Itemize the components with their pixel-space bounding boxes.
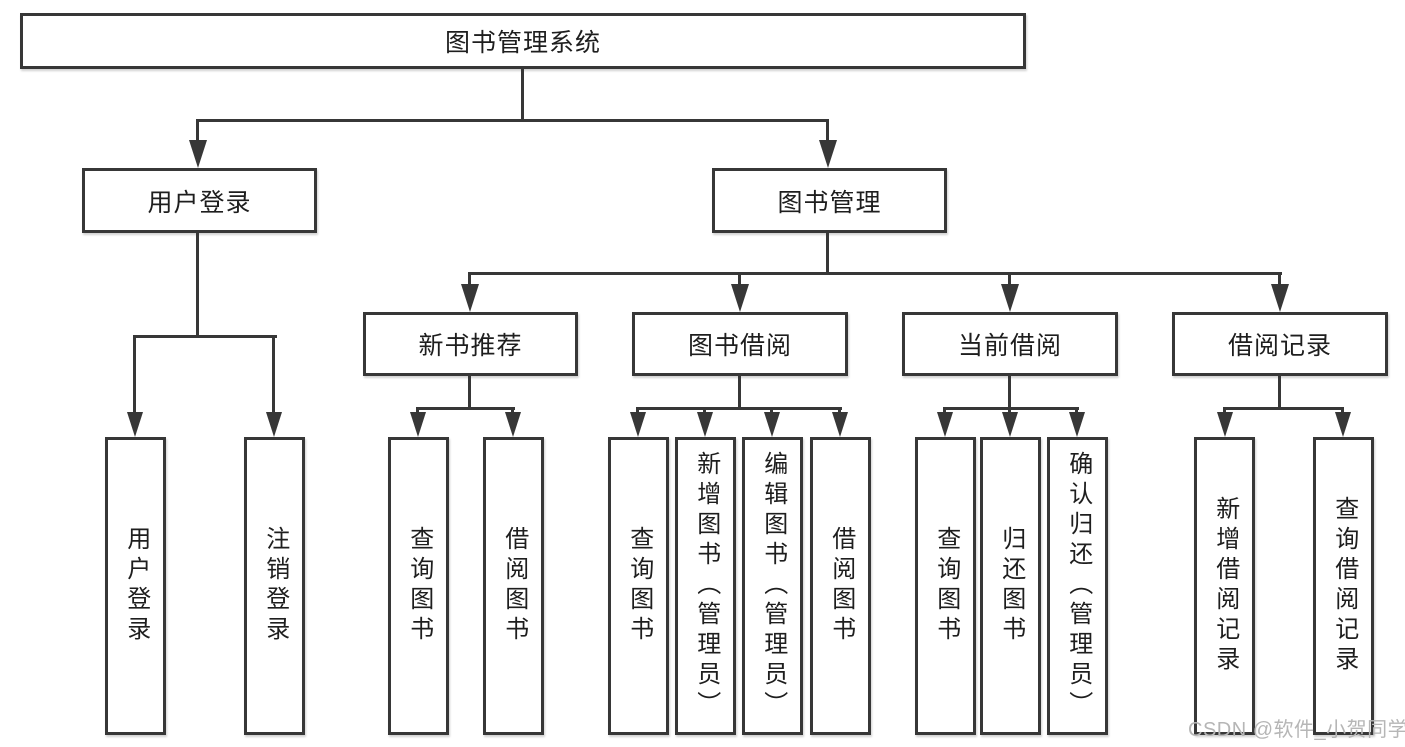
arrow-down-icon <box>189 140 207 168</box>
arrow-down-icon <box>832 412 848 437</box>
leaf-cb-query-books: 查询图书 <box>915 437 976 735</box>
connector-drop-book-management <box>826 119 829 145</box>
arrow-down-icon <box>1002 412 1018 437</box>
leaf-bb-add-books-admin: 新增图书（管理员） <box>675 437 736 735</box>
connector-user-login-drop <box>196 233 199 337</box>
leaf-cb-confirm-return-admin: 确认归还（管理员） <box>1047 437 1108 735</box>
leaf-cb-return-books: 归还图书 <box>980 437 1041 735</box>
arrow-down-icon <box>266 412 282 437</box>
arrow-down-icon <box>937 412 953 437</box>
leaf-bb-add-books-admin-label: 新增图书（管理员） <box>692 451 720 721</box>
node-current-borrowing: 当前借阅 <box>902 312 1118 376</box>
arrow-down-icon <box>630 412 646 437</box>
leaf-br-add-record-label: 新增借阅记录 <box>1211 496 1239 676</box>
leaf-cb-query-books-label: 查询图书 <box>932 526 960 646</box>
arrow-down-icon <box>1069 412 1085 437</box>
connector-root-drop <box>521 69 524 121</box>
connector-book-borrowing-drop <box>738 376 741 409</box>
connector-drop-leaf-user-login <box>133 335 136 415</box>
connector-drop-leaf <box>943 407 946 415</box>
leaf-bb-query-books: 查询图书 <box>608 437 669 735</box>
connector-borrow-records-split <box>1223 407 1344 410</box>
arrow-down-icon <box>697 412 713 437</box>
arrow-down-icon <box>731 284 749 312</box>
leaf-logout: 注销登录 <box>244 437 305 735</box>
arrow-down-icon <box>1217 412 1233 437</box>
connector-new-book-recommend-drop <box>468 376 471 409</box>
connector-drop-borrow-records <box>1278 272 1281 286</box>
arrow-down-icon <box>764 412 780 437</box>
connector-drop-leaf <box>636 407 639 415</box>
leaf-user-login-label: 用户登录 <box>122 526 150 646</box>
arrow-down-icon <box>819 140 837 168</box>
connector-drop-leaf <box>1008 407 1011 415</box>
node-user-login: 用户登录 <box>82 168 317 233</box>
arrow-down-icon <box>1001 284 1019 312</box>
connector-user-login-split <box>133 335 277 338</box>
connector-drop-leaf <box>1341 407 1344 415</box>
leaf-nbr-query-books: 查询图书 <box>388 437 449 735</box>
connector-book-management-drop <box>826 233 829 274</box>
connector-drop-leaf <box>770 407 773 415</box>
node-new-book-recommend-label: 新书推荐 <box>418 332 523 360</box>
node-book-borrowing: 图书借阅 <box>632 312 848 376</box>
connector-root-split <box>196 119 829 122</box>
csdn-watermark: CSDN @软件_小贺同学 <box>1188 719 1405 741</box>
connector-current-borrowing-split <box>943 407 1079 410</box>
leaf-br-add-record: 新增借阅记录 <box>1194 437 1255 735</box>
arrow-down-icon <box>461 284 479 312</box>
leaf-br-query-record-label: 查询借阅记录 <box>1330 496 1358 676</box>
connector-drop-leaf <box>703 407 706 415</box>
connector-book-borrowing-split <box>636 407 842 410</box>
leaf-br-query-record: 查询借阅记录 <box>1313 437 1374 735</box>
connector-book-management-split <box>468 272 1282 275</box>
arrow-down-icon <box>127 412 143 437</box>
connector-drop-leaf-logout <box>272 335 275 415</box>
arrow-down-icon <box>1271 284 1289 312</box>
connector-current-borrowing-drop <box>1008 376 1011 409</box>
node-book-management: 图书管理 <box>712 168 947 233</box>
connector-drop-leaf <box>511 407 514 415</box>
node-new-book-recommend: 新书推荐 <box>363 312 578 376</box>
leaf-logout-label: 注销登录 <box>261 526 289 646</box>
connector-new-book-recommend-split <box>416 407 515 410</box>
leaf-nbr-borrow-books-label: 借阅图书 <box>500 526 528 646</box>
node-borrow-records-label: 借阅记录 <box>1227 332 1332 360</box>
node-root-label: 图书管理系统 <box>444 29 601 57</box>
connector-drop-leaf <box>1223 407 1226 415</box>
arrow-down-icon <box>1335 412 1351 437</box>
node-book-borrowing-label: 图书借阅 <box>687 332 792 360</box>
leaf-bb-borrow-books: 借阅图书 <box>810 437 871 735</box>
arrow-down-icon <box>410 412 426 437</box>
node-root: 图书管理系统 <box>20 13 1026 69</box>
connector-drop-leaf <box>416 407 419 415</box>
node-book-management-label: 图书管理 <box>777 188 882 217</box>
leaf-cb-return-books-label: 归还图书 <box>997 526 1025 646</box>
node-borrow-records: 借阅记录 <box>1172 312 1388 376</box>
connector-drop-leaf <box>1075 407 1078 415</box>
connector-drop-current-borrowing <box>1008 272 1011 286</box>
connector-borrow-records-drop <box>1278 376 1281 409</box>
connector-drop-book-borrowing <box>738 272 741 286</box>
connector-drop-new-book-recommend <box>468 272 471 286</box>
leaf-bb-borrow-books-label: 借阅图书 <box>827 526 855 646</box>
node-user-login-label: 用户登录 <box>147 188 252 217</box>
leaf-cb-confirm-return-admin-label: 确认归还（管理员） <box>1064 451 1092 721</box>
leaf-nbr-query-books-label: 查询图书 <box>405 526 433 646</box>
leaf-user-login: 用户登录 <box>105 437 166 735</box>
leaf-bb-edit-books-admin-label: 编辑图书（管理员） <box>759 451 787 721</box>
connector-drop-user-login <box>196 119 199 145</box>
leaf-bb-edit-books-admin: 编辑图书（管理员） <box>742 437 803 735</box>
connector-drop-leaf <box>838 407 841 415</box>
node-current-borrowing-label: 当前借阅 <box>957 332 1062 360</box>
arrow-down-icon <box>505 412 521 437</box>
leaf-bb-query-books-label: 查询图书 <box>625 526 653 646</box>
leaf-nbr-borrow-books: 借阅图书 <box>483 437 544 735</box>
